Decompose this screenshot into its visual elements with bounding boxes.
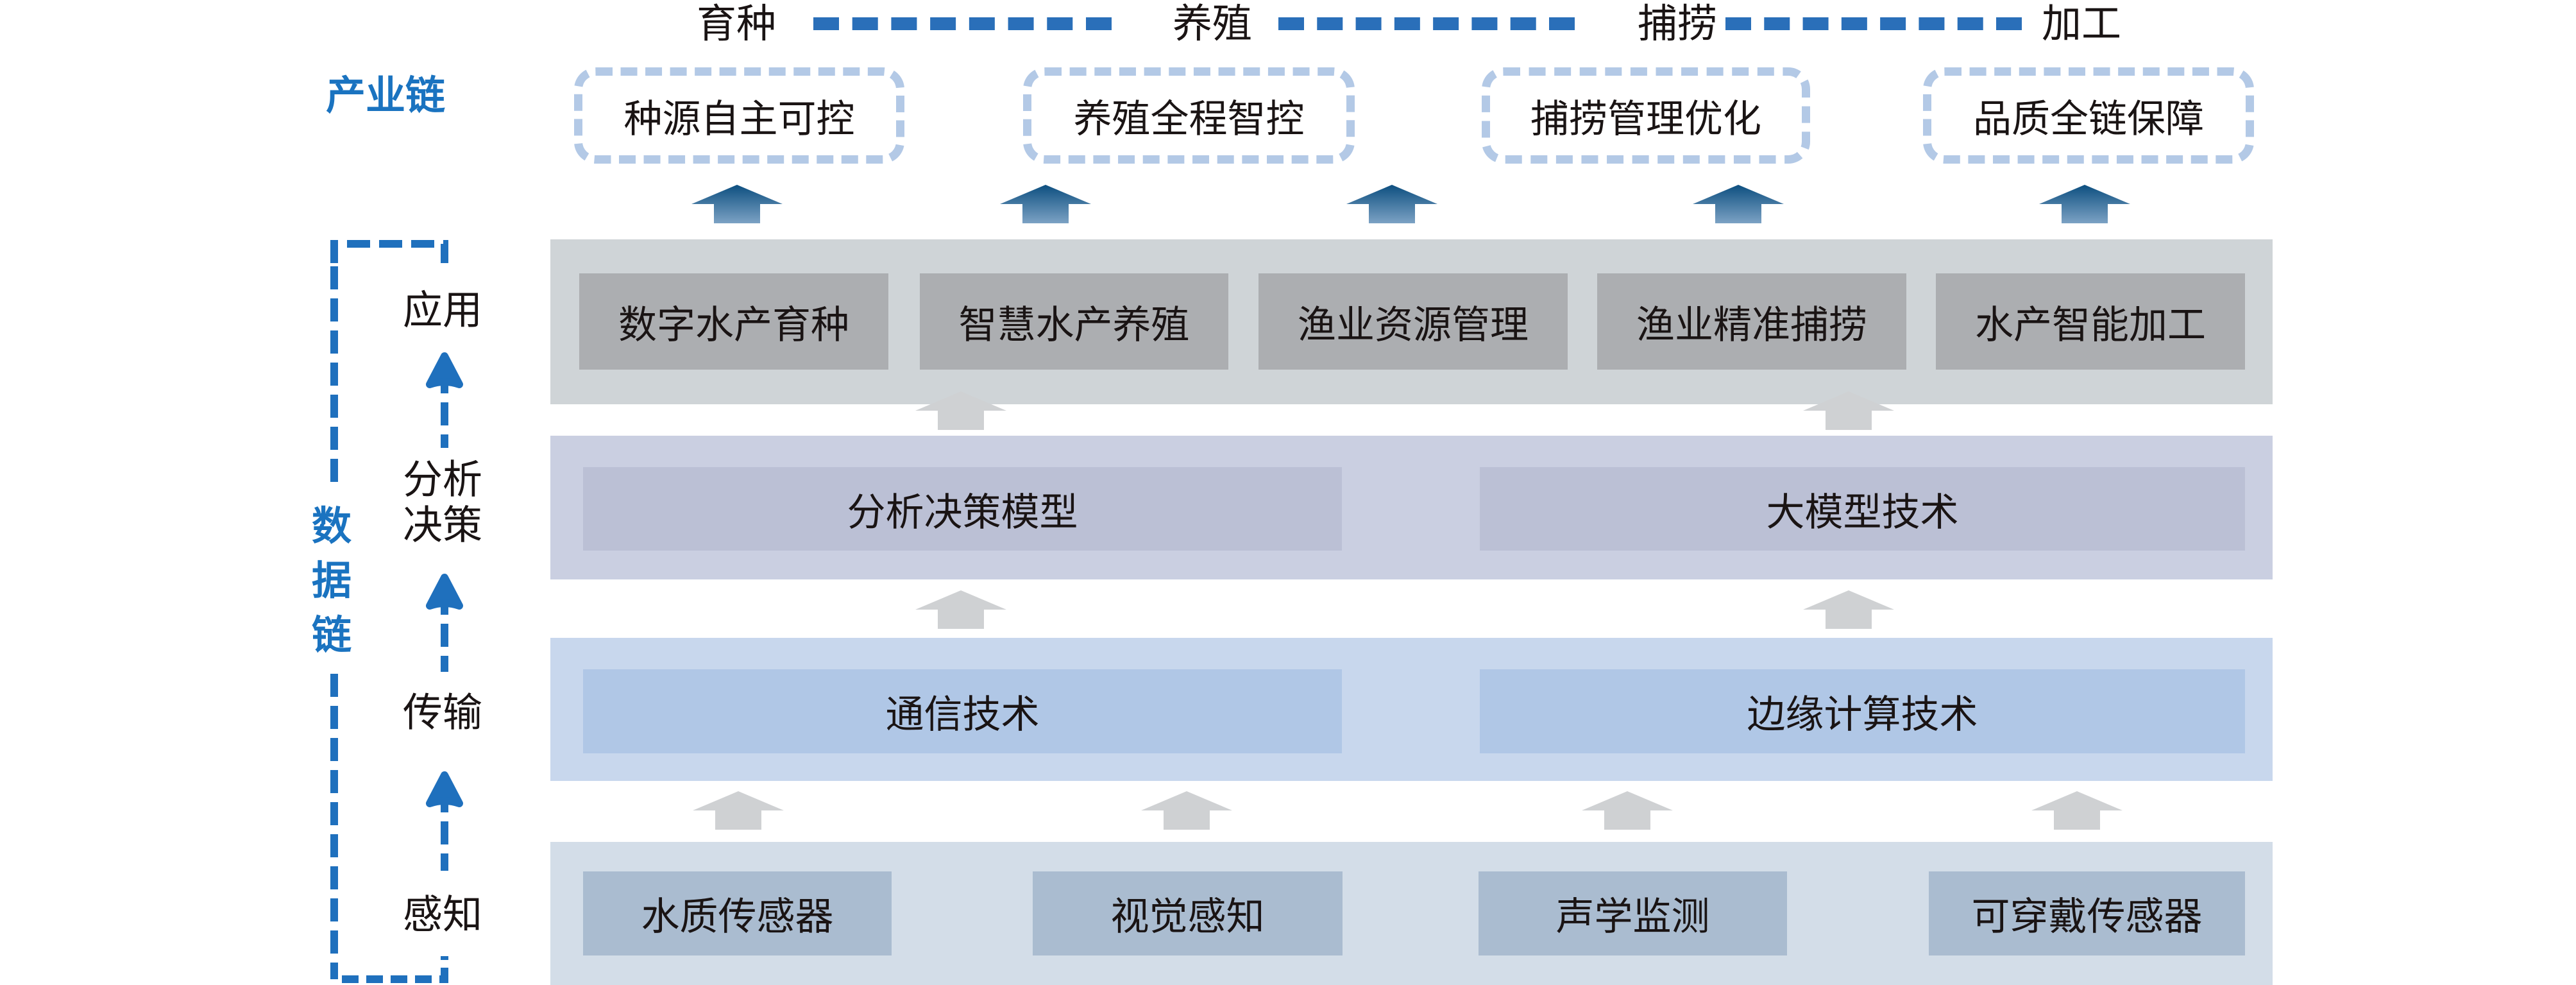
up-arrow-icon xyxy=(691,185,783,223)
layer-label-perception: 感知 xyxy=(402,891,483,938)
layer-label-analysis: 分析 决策 xyxy=(402,456,483,549)
stage-connector xyxy=(1278,17,1575,30)
up-arrow-icon xyxy=(1346,185,1437,223)
data-chain-label-char: 链 xyxy=(312,612,352,658)
up-arrow-icon xyxy=(1803,590,1894,629)
up-arrow-icon xyxy=(1141,791,1232,830)
up-arrow-icon xyxy=(426,574,463,610)
up-arrow-icon xyxy=(915,391,1006,430)
industry-goal-box: 养殖全程智控 xyxy=(1023,67,1355,164)
perception-item: 水质传感器 xyxy=(583,871,892,955)
application-item: 渔业精准捕捞 xyxy=(1597,273,1906,370)
industry-goal-text: 养殖全程智控 xyxy=(1073,96,1305,142)
transmission-item: 通信技术 xyxy=(583,669,1342,753)
up-arrow-icon xyxy=(915,590,1006,629)
industry-goal-box: 种源自主可控 xyxy=(574,67,904,164)
stage-breeding: 育种 xyxy=(696,0,777,47)
stage-fishing: 捕捞 xyxy=(1637,0,1718,47)
industry-goal-box: 品质全链保障 xyxy=(1923,67,2254,164)
application-item: 水产智能加工 xyxy=(1936,273,2245,370)
stage-connector xyxy=(813,17,1112,30)
industry-goal-text: 品质全链保障 xyxy=(1973,96,2204,142)
industry-chain-label: 产业链 xyxy=(326,72,446,119)
up-arrow-icon xyxy=(1000,185,1091,223)
analysis-item: 大模型技术 xyxy=(1480,467,2245,551)
stage-aquaculture: 养殖 xyxy=(1172,0,1253,47)
data-chain-label-char: 据 xyxy=(312,557,352,604)
layer-label-application: 应用 xyxy=(402,286,483,334)
up-arrow-icon xyxy=(1582,791,1673,830)
industry-goal-text: 种源自主可控 xyxy=(623,96,855,142)
data-chain-label-char: 数 xyxy=(312,502,352,549)
industry-goal-box: 捕捞管理优化 xyxy=(1482,67,1810,164)
data-chain-bracket xyxy=(330,240,448,983)
up-arrow-icon xyxy=(426,352,463,388)
up-arrow-icon xyxy=(693,791,784,830)
up-arrow-icon xyxy=(426,771,463,807)
up-arrow-icon xyxy=(1693,185,1784,223)
layer-label-transmission: 传输 xyxy=(402,689,483,736)
stage-connector xyxy=(1725,17,2022,30)
application-item: 数字水产育种 xyxy=(579,273,888,370)
analysis-item: 分析决策模型 xyxy=(583,467,1342,551)
up-arrow-icon xyxy=(2039,185,2130,223)
perception-item: 可穿戴传感器 xyxy=(1929,871,2245,955)
perception-item: 声学监测 xyxy=(1479,871,1787,955)
up-arrow-icon xyxy=(1803,391,1894,430)
stage-processing: 加工 xyxy=(2041,0,2122,47)
industry-goal-text: 捕捞管理优化 xyxy=(1530,96,1761,142)
transmission-item: 边缘计算技术 xyxy=(1480,669,2245,753)
up-arrow-icon xyxy=(2031,791,2123,830)
application-item: 智慧水产养殖 xyxy=(920,273,1228,370)
perception-item: 视觉感知 xyxy=(1033,871,1343,955)
application-item: 渔业资源管理 xyxy=(1258,273,1568,370)
